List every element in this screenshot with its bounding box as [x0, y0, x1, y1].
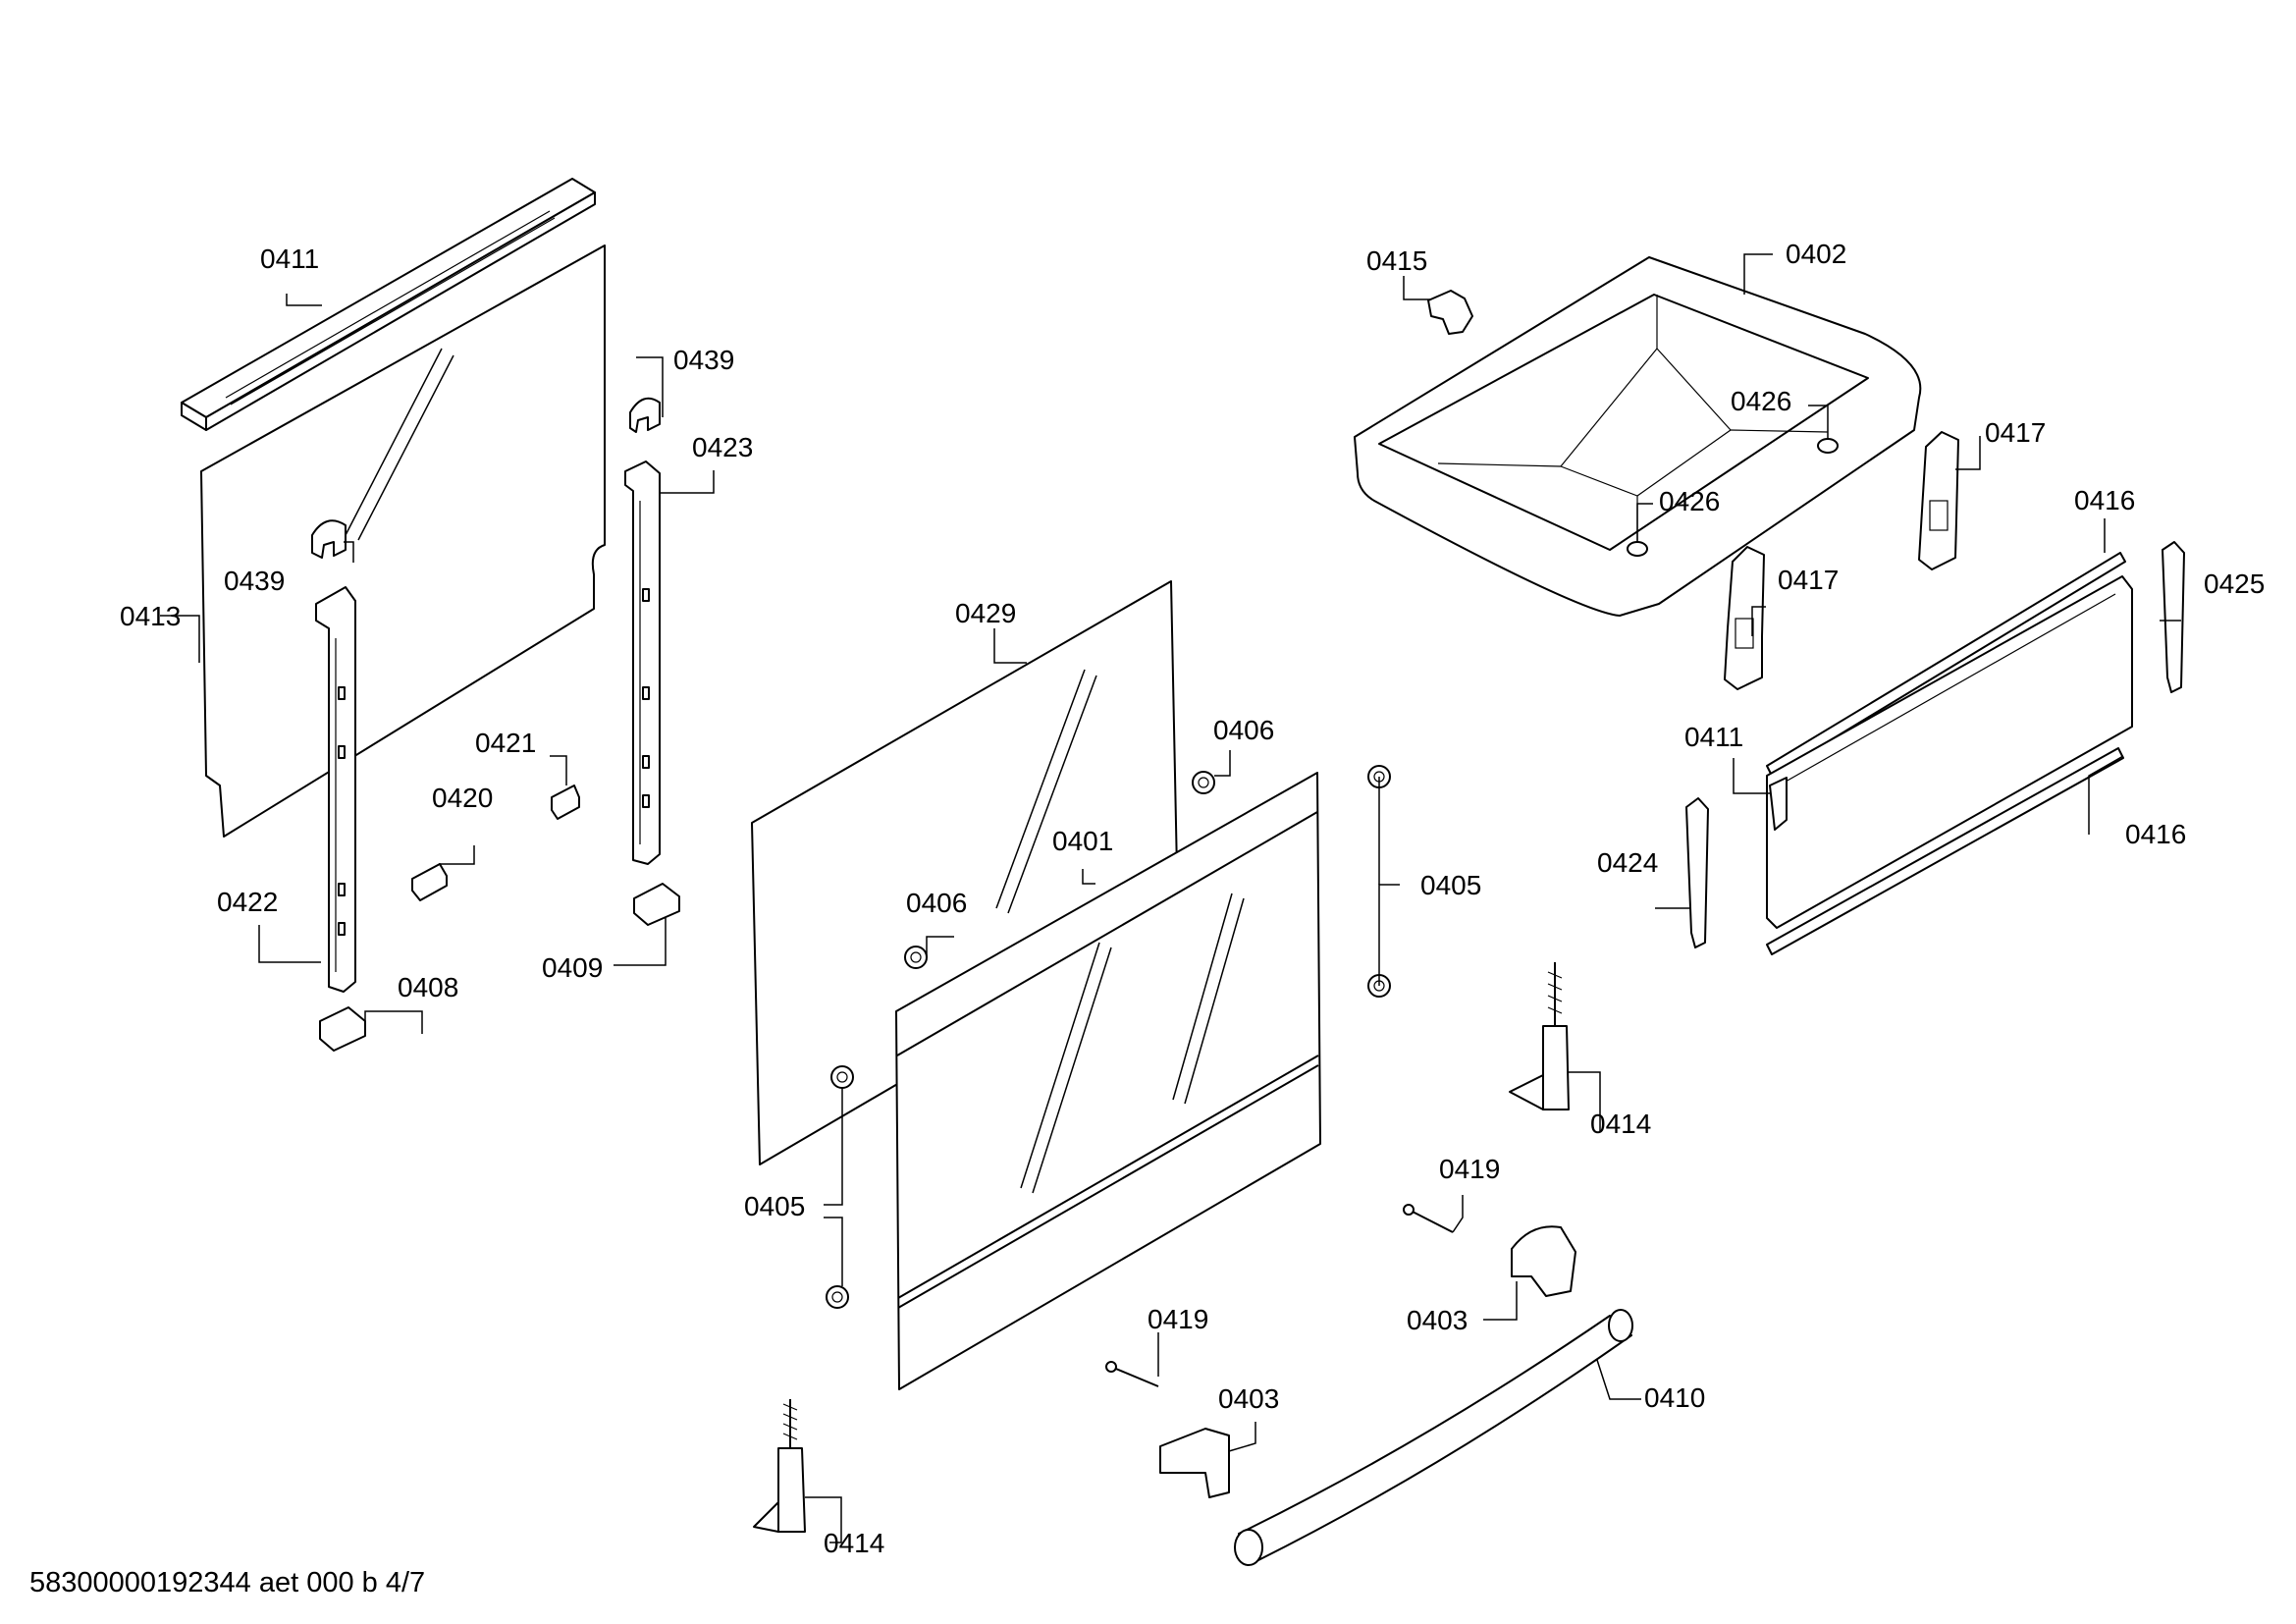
- part-0403-cap-upper: [1511, 1225, 1576, 1297]
- label-0410: 0410: [1644, 1382, 1705, 1413]
- part-0416-strip-lower: [1766, 747, 2124, 955]
- label-0416-lower: 0416: [2125, 819, 2186, 849]
- label-0439-lower: 0439: [224, 566, 285, 596]
- part-0439-clip-upper: [629, 397, 661, 433]
- part-0414-hinge-right: [1509, 962, 1570, 1110]
- part-0416-strip-upper: [1766, 552, 2126, 777]
- label-0422: 0422: [217, 887, 278, 917]
- label-0429: 0429: [955, 598, 1016, 628]
- label-0401: 0401: [1052, 826, 1113, 856]
- label-0405-right: 0405: [1420, 870, 1481, 900]
- part-0410-handle-bar: [1234, 1309, 1633, 1566]
- label-0417-upper: 0417: [1985, 417, 2046, 448]
- document-footer-id: 58300000192344 aet 000 b 4/7: [29, 1567, 426, 1598]
- label-0426-lower: 0426: [1659, 486, 1720, 516]
- label-0419-lower: 0419: [1148, 1304, 1208, 1334]
- part-0402-tray: [1354, 256, 1922, 617]
- label-0405-left: 0405: [744, 1191, 805, 1221]
- label-0423: 0423: [692, 432, 753, 462]
- part-0423-right-rail: [624, 460, 661, 865]
- part-0411-top-trim: [181, 178, 596, 431]
- part-0419-pin-lower: [1105, 1361, 1159, 1387]
- part-0426-foot-a: [1817, 438, 1839, 454]
- label-0414-right: 0414: [1590, 1109, 1651, 1139]
- label-0424: 0424: [1597, 847, 1658, 878]
- label-0411-drawer: 0411: [1684, 722, 1743, 752]
- part-0409-bracket: [633, 883, 680, 926]
- label-0420: 0420: [432, 783, 493, 813]
- part-0408-bracket: [319, 1006, 366, 1052]
- part-0406-bumper-upper: [1192, 771, 1215, 794]
- label-0417-lower: 0417: [1778, 565, 1839, 595]
- part-0405-bumper-c: [830, 1065, 854, 1089]
- part-0403-cap-lower: [1159, 1428, 1230, 1498]
- part-0405-bumper-d: [826, 1285, 849, 1309]
- label-0413: 0413: [120, 601, 181, 631]
- label-0408: 0408: [398, 972, 458, 1002]
- part-0426-foot-b: [1627, 541, 1648, 557]
- label-0406-upper: 0406: [1213, 715, 1274, 745]
- part-0411-drawer-front: [1766, 575, 2133, 929]
- label-0439-upper: 0439: [673, 345, 734, 375]
- label-0425: 0425: [2204, 568, 2265, 599]
- label-0421: 0421: [475, 728, 536, 758]
- label-0403-upper: 0403: [1407, 1305, 1468, 1335]
- label-0409: 0409: [542, 952, 603, 983]
- leader-lines: [160, 253, 2181, 1543]
- label-0414-left: 0414: [824, 1528, 884, 1558]
- label-0419-upper: 0419: [1439, 1154, 1500, 1184]
- label-0416-upper: 0416: [2074, 485, 2135, 515]
- part-0417-bracket-lower: [1724, 546, 1765, 690]
- part-0424-side-trim: [1685, 797, 1709, 948]
- part-0425-side-trim: [2162, 541, 2185, 693]
- label-0426-upper: 0426: [1731, 386, 1791, 416]
- label-0415: 0415: [1366, 245, 1427, 276]
- label-0411-top-trim: 0411: [260, 244, 319, 274]
- part-0401-oven-door: [895, 772, 1321, 1390]
- part-0422-left-rail: [315, 586, 356, 993]
- part-0413-rear-panel: [200, 244, 606, 838]
- label-0406-lower: 0406: [906, 888, 967, 918]
- part-0415-clip: [1427, 290, 1473, 335]
- part-0419-pin-upper: [1403, 1204, 1454, 1233]
- part-0421-clip: [551, 785, 580, 820]
- part-0439-clip-lower: [311, 519, 347, 559]
- label-0402: 0402: [1786, 239, 1846, 269]
- part-0414-hinge-left: [753, 1399, 806, 1533]
- part-0417-bracket-upper: [1918, 431, 1959, 570]
- part-0406-bumper-lower: [904, 946, 928, 969]
- part-0420-clip: [411, 863, 448, 901]
- label-0403-lower: 0403: [1218, 1383, 1279, 1414]
